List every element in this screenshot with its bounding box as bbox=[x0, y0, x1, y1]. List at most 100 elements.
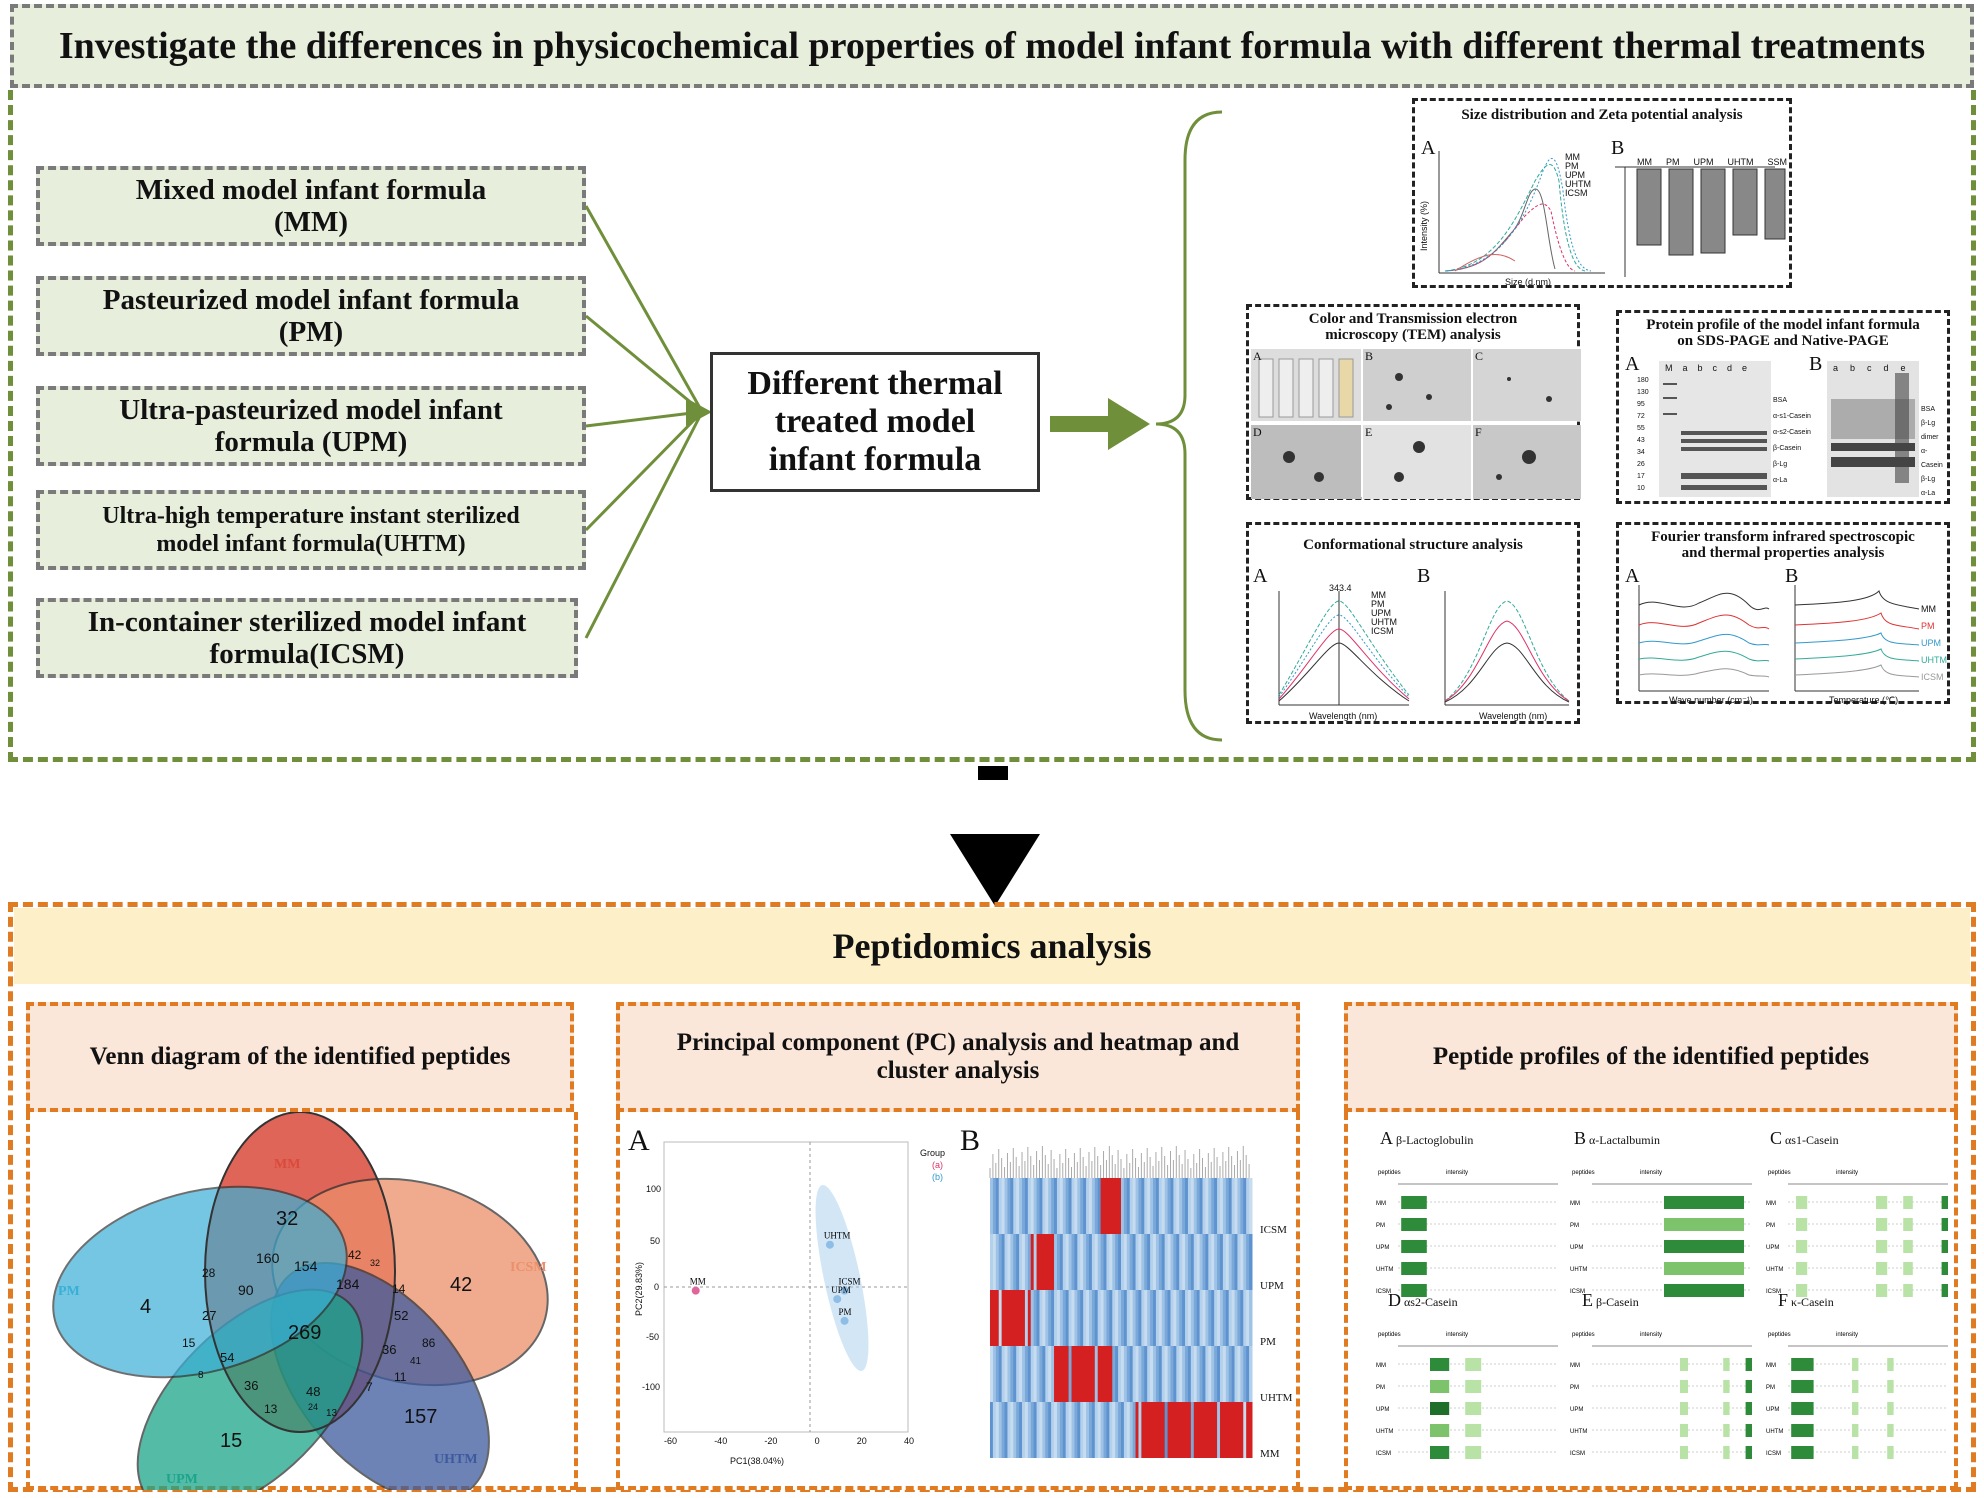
heatmap-cell bbox=[1164, 1178, 1169, 1234]
heatmap-cell bbox=[1231, 1178, 1236, 1234]
band-label: β-Lg bbox=[1773, 461, 1788, 468]
heatmap-cell bbox=[1100, 1402, 1105, 1458]
heatmap-row-label: MM bbox=[1260, 1448, 1280, 1460]
heatmap-cell bbox=[1196, 1402, 1201, 1458]
kda-label: 10 bbox=[1637, 485, 1645, 492]
heatmap-cell bbox=[1071, 1402, 1075, 1458]
heatmap-cell bbox=[1030, 1402, 1035, 1458]
panel-label: A bbox=[628, 1124, 650, 1157]
heatmap-cell bbox=[1054, 1290, 1058, 1346]
heatmap-cell bbox=[1237, 1346, 1241, 1402]
profile-label: F bbox=[1778, 1290, 1789, 1310]
heatmap-cell bbox=[990, 1178, 994, 1234]
bar-cat: MM bbox=[1637, 157, 1652, 167]
size-zeta-chart bbox=[1438, 151, 1786, 277]
venn-count: 7 bbox=[366, 1380, 373, 1394]
heatmap-cell bbox=[1083, 1234, 1087, 1290]
peptide-segment bbox=[1745, 1358, 1752, 1371]
heatmap-cell bbox=[1182, 1178, 1186, 1234]
heatmap-cell bbox=[1007, 1178, 1011, 1234]
heatmap-cell bbox=[1036, 1178, 1040, 1234]
heatmap-cell bbox=[1214, 1346, 1218, 1402]
peptide-segment bbox=[1723, 1402, 1730, 1415]
heatmap-cell bbox=[1185, 1290, 1189, 1346]
venn-count: 24 bbox=[308, 1402, 319, 1412]
heatmap-cell bbox=[1100, 1178, 1105, 1234]
legend-item: ICSM bbox=[1921, 672, 1944, 682]
heatmap-cell bbox=[1027, 1402, 1032, 1458]
heatmap-cell bbox=[1138, 1402, 1142, 1458]
heatmap-cell bbox=[1217, 1178, 1221, 1234]
heatmap-cell bbox=[992, 1346, 997, 1402]
venn-count: 32 bbox=[276, 1208, 299, 1230]
pca-legend-item: (a) bbox=[932, 1160, 943, 1170]
ftir-dsc-chart bbox=[1638, 585, 1920, 692]
profile-axis-intensity: intensity bbox=[1446, 1170, 1468, 1176]
heatmap-cell bbox=[1249, 1346, 1253, 1402]
heatmap-cell bbox=[1016, 1402, 1020, 1458]
heatmap-cell bbox=[1129, 1290, 1134, 1346]
peptide-segment bbox=[1791, 1424, 1814, 1437]
heatmap-cell bbox=[1022, 1178, 1026, 1234]
peptide-segment bbox=[1852, 1424, 1859, 1437]
heatmap-row-label: UHTM bbox=[1260, 1392, 1293, 1404]
x-axis-label: Temperature (℃) bbox=[1829, 695, 1899, 705]
heatmap-cell bbox=[1112, 1402, 1116, 1458]
heatmap-cell bbox=[1234, 1290, 1238, 1346]
heatmap-cell bbox=[1045, 1402, 1049, 1458]
profile-row-label: ICSM bbox=[1570, 1451, 1585, 1457]
heatmap-cell bbox=[1024, 1178, 1029, 1234]
heatmap-cell bbox=[1030, 1346, 1035, 1402]
heatmap-cell bbox=[1048, 1234, 1052, 1290]
heatmap-cell bbox=[1219, 1290, 1224, 1346]
heatmap-cell bbox=[1202, 1234, 1206, 1290]
tem-label: A bbox=[1253, 349, 1262, 363]
heatmap-cell bbox=[1106, 1234, 1110, 1290]
heatmap-cell bbox=[1013, 1234, 1017, 1290]
heatmap-cell bbox=[1042, 1178, 1046, 1234]
heatmap-cell bbox=[1225, 1234, 1230, 1290]
peptide-segment bbox=[1903, 1240, 1913, 1253]
profile-protein: α-Lactalbumin bbox=[1589, 1133, 1660, 1147]
legend-item: UPM bbox=[1371, 608, 1391, 618]
heatmap-cell bbox=[1036, 1346, 1040, 1402]
heatmap-cell bbox=[1249, 1290, 1253, 1346]
pca-point bbox=[833, 1295, 842, 1304]
heatmap-cell bbox=[1019, 1346, 1023, 1402]
heatmap-cell bbox=[1074, 1402, 1078, 1458]
heatmap-cell bbox=[1219, 1234, 1224, 1290]
heatmap-cell bbox=[1062, 1178, 1067, 1234]
center-box: Different thermal treated model infant f… bbox=[710, 352, 1040, 492]
heatmap-cell bbox=[1211, 1290, 1215, 1346]
heatmap-cell bbox=[1033, 1234, 1038, 1290]
heatmap-cell bbox=[1234, 1346, 1238, 1402]
heatmap-cell bbox=[1132, 1178, 1137, 1234]
y-axis-label: Intensity (%) bbox=[1419, 201, 1429, 252]
heatmap-cell bbox=[1196, 1178, 1201, 1234]
heatmap-cell bbox=[998, 1234, 1003, 1290]
peptide-segment bbox=[1796, 1262, 1808, 1275]
fluorescence-chart bbox=[1278, 591, 1570, 706]
peptide-segment bbox=[1903, 1262, 1913, 1275]
lane-label: d bbox=[1727, 363, 1733, 373]
venn-count: 54 bbox=[220, 1350, 235, 1365]
bar-categories: MM PM UPM UHTM SSM bbox=[1637, 157, 1787, 167]
heatmap-cell bbox=[1010, 1234, 1014, 1290]
heatmap-cell bbox=[1123, 1402, 1128, 1458]
heatmap-cell bbox=[1091, 1234, 1096, 1290]
heatmap-cell bbox=[1153, 1178, 1157, 1234]
heatmap-cell bbox=[1115, 1234, 1119, 1290]
heatmap-cell bbox=[1062, 1346, 1067, 1402]
profile-row-label: PM bbox=[1766, 1223, 1775, 1229]
heatmap-cell bbox=[1123, 1178, 1128, 1234]
panel-title: microscopy (TEM) analysis bbox=[1325, 327, 1501, 343]
heatmap-cell bbox=[1135, 1402, 1139, 1458]
x-tick: -60 bbox=[664, 1436, 678, 1446]
center-line: Different thermal bbox=[747, 365, 1003, 402]
peptide-segment bbox=[1723, 1380, 1730, 1393]
heatmap-cell bbox=[1016, 1234, 1020, 1290]
heatmap-cell bbox=[1030, 1290, 1035, 1346]
heatmap-cell bbox=[1199, 1402, 1204, 1458]
y-tick: 100 bbox=[646, 1184, 662, 1194]
